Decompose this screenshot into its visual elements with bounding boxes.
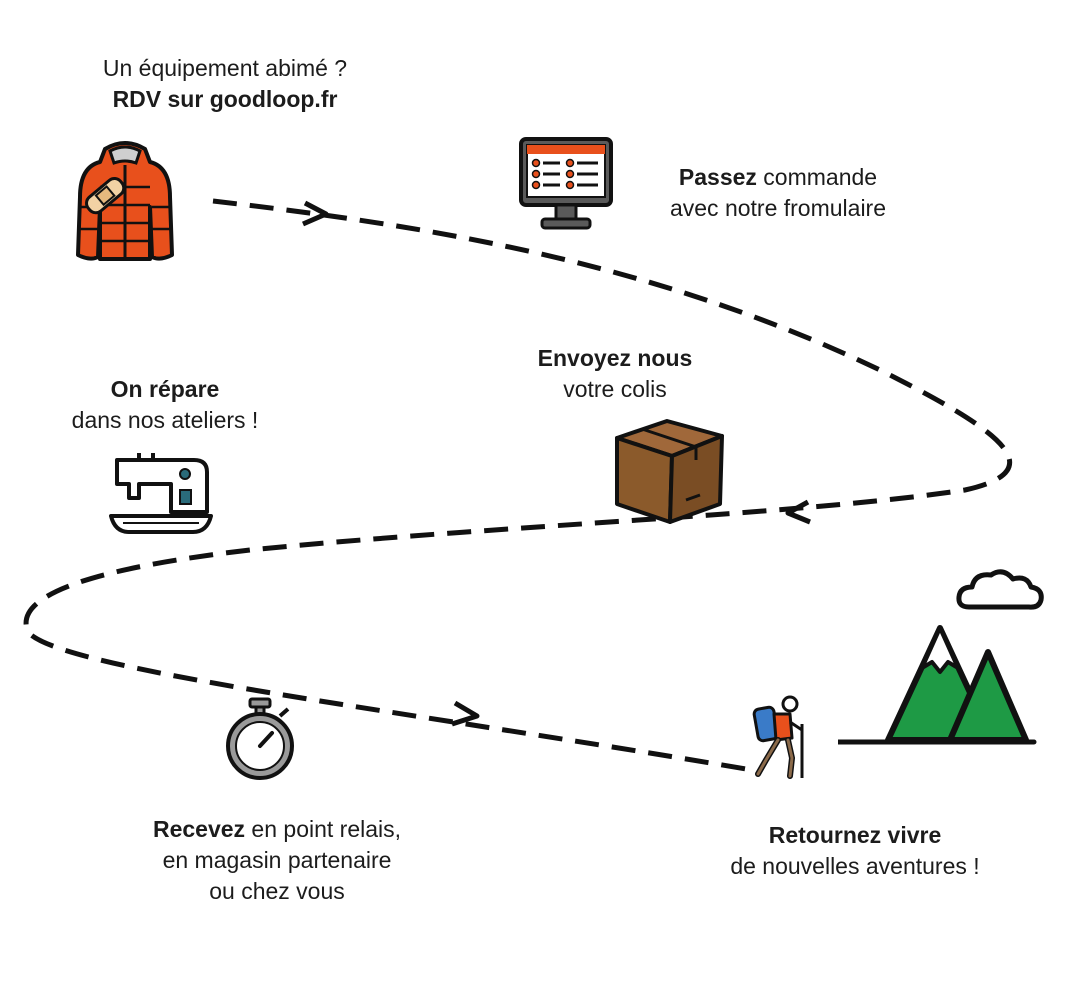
order-line1: Passez commande [678,164,878,190]
mountains-icon [838,625,1037,745]
damaged-line1: Un équipement abimé ? [102,55,348,81]
step-receive-label: Recevez en point relais, en magasin part… [112,814,442,907]
hiker-icon [752,695,804,779]
repair-line1: On répare [110,376,220,402]
parcel-box-icon [615,419,724,524]
cloud-icon [956,569,1044,610]
order-line2: avec notre fromulaire [669,195,887,221]
receive-line1: Recevez en point relais, [152,816,402,842]
arrow-head-2 [785,499,811,525]
step-adventure-label: Retournez vivre de nouvelles aventures ! [690,820,1020,882]
step-damaged-label: Un équipement abimé ? RDV sur goodloop.f… [40,53,410,115]
step-order-label: Passez commande avec notre fromulaire [618,162,938,224]
step-repair-label: On répare dans nos ateliers ! [10,374,320,436]
damaged-jacket-icon [76,141,174,261]
damaged-line2: RDV sur goodloop.fr [112,86,338,112]
send-line1: Envoyez nous [537,345,693,371]
repair-line2: dans nos ateliers ! [71,407,259,433]
stopwatch-icon [226,697,294,780]
send-line2: votre colis [563,376,667,402]
receive-line2: en magasin partenaire [162,847,392,873]
step-send-label: Envoyez nous votre colis [470,343,760,405]
arrow-head-1 [302,200,329,227]
sewing-machine-icon [109,453,213,534]
adventure-line1: Retournez vivre [768,822,942,848]
order-form-monitor-icon [519,137,613,230]
arrow-head-3 [451,700,480,727]
receive-line3: ou chez vous [209,878,345,904]
journey-dashed-line [23,198,1013,773]
adventure-line2: de nouvelles aventures ! [730,853,980,879]
